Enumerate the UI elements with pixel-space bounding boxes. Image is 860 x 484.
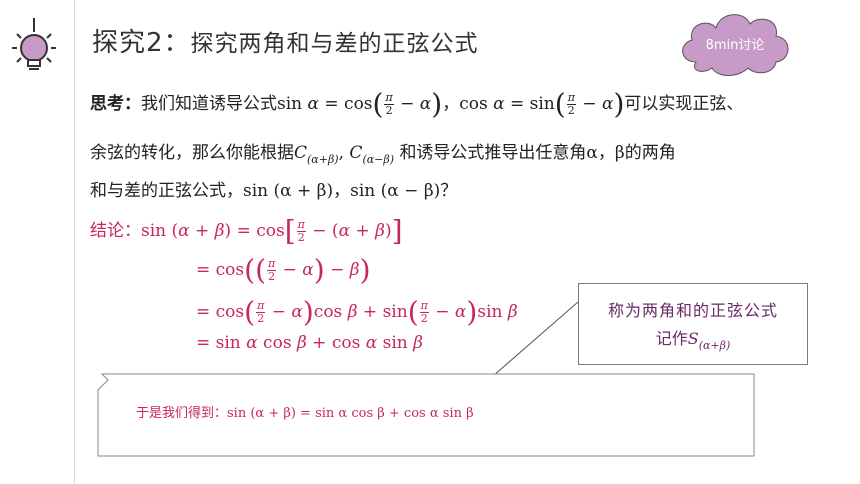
derivation-step-3: = sin α cos β + cos α sin β [196, 333, 423, 353]
divider-line [74, 0, 75, 484]
summary-text: 于是我们得到：sin (α + β) = sin α cos β + cos α… [136, 406, 474, 421]
think-label: 思考： [90, 94, 141, 114]
formula-callout: 称为两角和的正弦公式 记作S(α+β) [578, 283, 808, 365]
callout-line-1: 称为两角和的正弦公式 [607, 301, 778, 320]
conclusion-label: 结论： [90, 221, 141, 241]
callout-line-2: 记作S(α+β) [655, 329, 731, 352]
cloud-badge-icon [682, 14, 789, 76]
page-title: 探究2：探究两角和与差的正弦公式 [92, 28, 479, 58]
think-line-3: 和与差的正弦公式，sin (α + β)，sin (α − β)？ [90, 181, 458, 201]
summary-box [97, 373, 755, 457]
lightbulb-icon [12, 18, 56, 70]
time-badge: 8min讨论 [705, 38, 765, 53]
think-line-2: 余弦的转化，那么你能根据C(α+β), C(α−β) 和诱导公式推导出任意角α，… [90, 143, 676, 166]
